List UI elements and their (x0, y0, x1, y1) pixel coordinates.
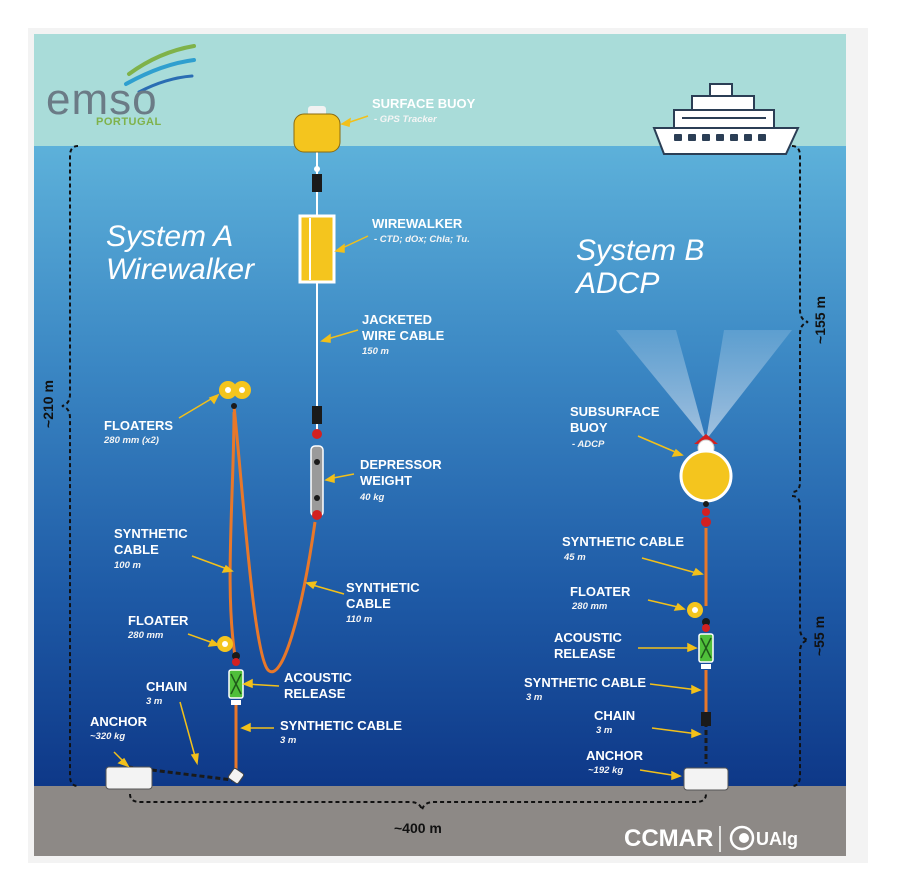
wirewalker-icon (298, 214, 336, 284)
surface-buoy-icon (293, 106, 341, 192)
anchor-b-detail: ~192 kg (588, 765, 624, 776)
acoustic-b-line1: ACOUSTIC (554, 630, 622, 645)
depth-label-a: ~210 m (40, 380, 56, 428)
label-acoustic-a: ACOUSTIC RELEASE (284, 670, 352, 702)
chain-a-detail: 3 m (146, 696, 163, 707)
adcp-beams (616, 330, 792, 440)
system-b-line1: System B (576, 234, 705, 267)
label-floater-a: FLOATER (128, 613, 188, 629)
depressor-line1: DEPRESSOR (360, 457, 442, 472)
depth-bracket-a (61, 145, 79, 787)
subsurface-line1: SUBSURFACE (570, 404, 660, 419)
acoustic-a-line2: RELEASE (284, 686, 346, 701)
diagram-canvas (34, 34, 846, 856)
synthetic-a3-title: SYNTHETIC CABLE (280, 718, 403, 733)
floater-b-title: FLOATER (570, 584, 631, 599)
surface-buoy-title: SURFACE BUOY (372, 96, 476, 111)
label-floaters-a: FLOATERS (104, 418, 173, 434)
emso-logo-portugal: PORTUGAL (96, 116, 162, 128)
label-synthetic-a3: SYNTHETIC CABLE (280, 718, 402, 734)
synthetic-b1-detail: 45 m (564, 552, 586, 563)
synthetic-a3-detail: 3 m (280, 735, 297, 746)
synthetic-a2-line1: SYNTHETIC (346, 580, 420, 595)
label-chain-a: CHAIN (146, 679, 187, 695)
jacketed-cable-detail: 150 m (362, 346, 389, 357)
ccmar-logo: CCMAR (624, 825, 714, 852)
label-jacketed-cable: JACKETED WIRE CABLE (362, 312, 444, 344)
jacketed-cable-line2: WIRE CABLE (362, 328, 445, 343)
subsurface-detail: - ADCP (572, 439, 605, 450)
floater-b-detail: 280 mm (572, 601, 608, 612)
ualg-logo: UAlg (756, 829, 798, 849)
depth-label-b-bottom: ~55 m (811, 615, 827, 657)
system-a-line1: System A (106, 220, 234, 253)
seabed (34, 786, 846, 856)
emso-logo: emso (46, 75, 158, 124)
chain-b-detail: 3 m (596, 725, 613, 736)
depressor-detail: 40 kg (360, 492, 385, 503)
synthetic-b1-title: SYNTHETIC CABLE (562, 534, 685, 549)
floater-b-icon (687, 602, 710, 632)
acoustic-a-line1: ACOUSTIC (284, 670, 352, 685)
anchor-a-detail: ~320 kg (90, 731, 126, 742)
synthetic-b2-title: SYNTHETIC CABLE (524, 675, 647, 690)
synthetic-a1-detail: 100 m (114, 560, 141, 571)
label-chain-b: CHAIN (594, 708, 635, 724)
label-anchor-b: ANCHOR (586, 748, 643, 764)
depth-bracket-b (791, 145, 809, 787)
anchor-a-icon (105, 766, 245, 790)
synthetic-a1-line1: SYNTHETIC (114, 526, 188, 541)
system-a-title: System A Wirewalker (106, 220, 254, 286)
chain-b-title: CHAIN (594, 708, 636, 723)
distance-label: ~400 m (394, 820, 442, 836)
leader-lines (113, 115, 704, 781)
label-acoustic-b: ACOUSTIC RELEASE (554, 630, 622, 662)
floaters-a-detail: 280 mm (x2) (104, 435, 159, 446)
chain-a-title: CHAIN (146, 679, 188, 694)
ualg-emblem-icon (729, 825, 755, 851)
floater-a-detail: 280 mm (128, 630, 164, 641)
floaters-a-title: FLOATERS (104, 418, 174, 433)
label-anchor-a: ANCHOR (90, 714, 147, 730)
label-synthetic-b2: SYNTHETIC CABLE (524, 675, 646, 691)
label-subsurface-buoy: SUBSURFACE BUOY (570, 404, 660, 436)
wirewalker-detail: - CTD; dOx; Chla; Tu. (374, 234, 470, 245)
synthetic-a2-detail: 110 m (346, 614, 373, 625)
label-synthetic-a2: SYNTHETIC CABLE (346, 580, 420, 612)
surface-buoy-detail: - GPS Tracker (374, 114, 437, 125)
label-floater-b: FLOATER (570, 584, 630, 600)
depressor-weight-icon (310, 406, 324, 520)
label-synthetic-b1: SYNTHETIC CABLE (562, 534, 684, 550)
synthetic-b2-detail: 3 m (526, 692, 543, 703)
depth-label-b-top: ~155 m (812, 296, 828, 344)
label-synthetic-a1: SYNTHETIC CABLE (114, 526, 188, 558)
floaters-a-icon (219, 381, 251, 409)
system-a-line2: Wirewalker (106, 253, 255, 286)
acoustic-b-line2: RELEASE (554, 646, 616, 661)
synthetic-a1-line2: CABLE (114, 542, 159, 557)
wirewalker-title: WIREWALKER (372, 216, 463, 231)
synthetic-a2-line2: CABLE (346, 596, 391, 611)
emso-logo-waves (124, 44, 196, 94)
subsurface-buoy-icon (679, 434, 733, 527)
system-b-title: System B ADCP (576, 234, 704, 300)
synthetic-cable-a-110m (232, 405, 317, 674)
subsurface-line2: BUOY (570, 420, 608, 435)
acoustic-release-b-icon (698, 633, 714, 669)
jacketed-cable-line1: JACKETED (362, 312, 433, 327)
anchor-a-title: ANCHOR (90, 714, 148, 729)
synthetic-cable-a-100m (228, 411, 238, 663)
acoustic-release-a-icon (217, 636, 244, 705)
system-b-line2: ADCP (576, 267, 660, 300)
ship-icon (652, 83, 800, 155)
depressor-line2: WEIGHT (360, 473, 412, 488)
floater-a-title: FLOATER (128, 613, 189, 628)
label-depressor-weight: DEPRESSOR WEIGHT (360, 457, 442, 489)
anchor-b-icon (683, 712, 729, 791)
label-surface-buoy: SURFACE BUOY (372, 96, 475, 112)
mooring-diagram: emso PORTUGAL System A Wirewalker System… (34, 34, 846, 856)
distance-bracket (129, 793, 707, 811)
anchor-b-title: ANCHOR (586, 748, 644, 763)
label-wirewalker: WIREWALKER (372, 216, 462, 232)
